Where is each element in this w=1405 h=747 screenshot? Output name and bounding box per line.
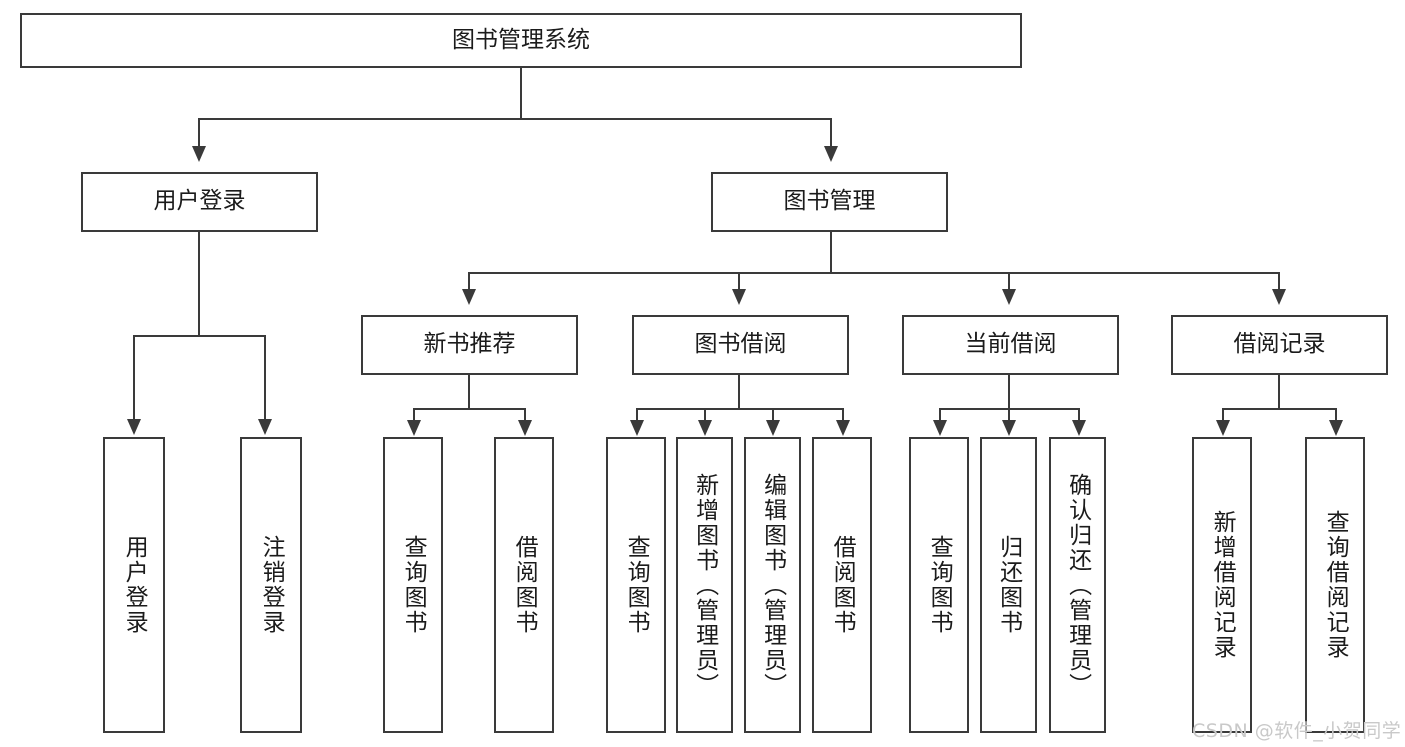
connector-new-book-drop-1 — [413, 408, 415, 421]
arrowhead-icon — [192, 146, 206, 162]
connector-book-borrow-drop-3 — [772, 408, 774, 421]
csdn-watermark: CSDN @软件_小贺同学 — [1192, 720, 1402, 742]
arrowhead-icon — [1002, 289, 1016, 305]
connector-level3-bar — [468, 272, 1278, 274]
arrowhead-icon — [258, 419, 272, 435]
connector-user-login-drop-2 — [264, 335, 266, 421]
node-label: 查询图书 — [400, 535, 427, 635]
leaf-query-borrow-record[interactable]: 查询借阅记录 — [1305, 437, 1365, 733]
connector-book-borrow-bar — [636, 408, 842, 410]
arrowhead-icon — [1329, 420, 1343, 436]
node-label: 注销登录 — [258, 535, 285, 635]
leaf-query-book-borrow[interactable]: 查询图书 — [606, 437, 666, 733]
arrowhead-icon — [1272, 289, 1286, 305]
node-label: 当前借阅 — [964, 331, 1057, 358]
leaf-edit-book-admin[interactable]: 编辑图书（管理员） — [744, 437, 801, 733]
leaf-logout[interactable]: 注销登录 — [240, 437, 302, 733]
leaf-add-borrow-record[interactable]: 新增借阅记录 — [1192, 437, 1252, 733]
leaf-return-book[interactable]: 归还图书 — [980, 437, 1037, 733]
connector-current-borrow-stem — [1008, 375, 1010, 408]
arrowhead-icon — [698, 420, 712, 436]
node-label: 用户登录 — [153, 188, 246, 215]
arrowhead-icon — [518, 420, 532, 436]
arrowhead-icon — [407, 420, 421, 436]
arrowhead-icon — [836, 420, 850, 436]
node-label: 新书推荐 — [423, 331, 516, 358]
node-label: 归还图书 — [995, 535, 1022, 635]
connector-book-borrow-stem — [738, 375, 740, 408]
connector-book-management-stem — [830, 232, 832, 272]
node-label: 借阅图书 — [511, 535, 538, 635]
node-borrow-record[interactable]: 借阅记录 — [1171, 315, 1388, 375]
connector-level2-drop-2 — [830, 118, 832, 148]
connector-new-book-drop-2 — [524, 408, 526, 421]
connector-borrow-record-drop-1 — [1222, 408, 1224, 421]
node-label: 新增图书（管理员） — [691, 472, 718, 698]
node-label: 图书管理系统 — [452, 26, 590, 53]
node-book-management[interactable]: 图书管理 — [711, 172, 948, 232]
arrowhead-icon — [766, 420, 780, 436]
node-current-borrow[interactable]: 当前借阅 — [902, 315, 1119, 375]
connector-new-book-stem — [468, 375, 470, 408]
node-label: 新增借阅记录 — [1209, 510, 1236, 660]
connector-current-borrow-drop-2 — [1008, 408, 1010, 421]
connector-level3-drop-1 — [468, 272, 470, 290]
node-root-book-management-system[interactable]: 图书管理系统 — [20, 13, 1022, 68]
connector-level3-drop-4 — [1278, 272, 1280, 290]
leaf-borrow-book[interactable]: 借阅图书 — [812, 437, 872, 733]
connector-book-borrow-drop-2 — [704, 408, 706, 421]
connector-level1-bar — [198, 118, 832, 120]
node-label: 查询借阅记录 — [1322, 510, 1349, 660]
connector-level2-drop-1 — [198, 118, 200, 148]
node-label: 确认归还（管理员） — [1064, 472, 1091, 698]
node-new-book-recommend[interactable]: 新书推荐 — [361, 315, 578, 375]
node-label: 用户登录 — [121, 535, 148, 635]
node-label: 图书借阅 — [694, 331, 787, 358]
connector-book-borrow-drop-1 — [636, 408, 638, 421]
node-label: 查询图书 — [926, 535, 953, 635]
node-label: 借阅图书 — [829, 535, 856, 635]
node-book-borrow[interactable]: 图书借阅 — [632, 315, 849, 375]
connector-level3-drop-2 — [738, 272, 740, 290]
connector-borrow-record-stem — [1278, 375, 1280, 408]
connector-user-login-bar — [133, 335, 264, 337]
connector-root-stem — [520, 68, 522, 118]
node-label: 查询图书 — [623, 535, 650, 635]
leaf-query-book-current[interactable]: 查询图书 — [909, 437, 969, 733]
connector-user-login-stem — [198, 232, 200, 335]
connector-user-login-drop-1 — [133, 335, 135, 421]
connector-current-borrow-drop-3 — [1078, 408, 1080, 421]
leaf-user-login[interactable]: 用户登录 — [103, 437, 165, 733]
node-label: 借阅记录 — [1233, 331, 1326, 358]
connector-borrow-record-bar — [1222, 408, 1335, 410]
node-label: 编辑图书（管理员） — [759, 472, 786, 698]
connector-book-borrow-drop-4 — [842, 408, 844, 421]
node-label: 图书管理 — [783, 188, 876, 215]
arrowhead-icon — [630, 420, 644, 436]
connector-current-borrow-drop-1 — [939, 408, 941, 421]
connector-new-book-bar — [413, 408, 524, 410]
leaf-confirm-return-admin[interactable]: 确认归还（管理员） — [1049, 437, 1106, 733]
arrowhead-icon — [462, 289, 476, 305]
leaf-add-book-admin[interactable]: 新增图书（管理员） — [676, 437, 733, 733]
leaf-borrow-book-recommend[interactable]: 借阅图书 — [494, 437, 554, 733]
arrowhead-icon — [127, 419, 141, 435]
arrowhead-icon — [1216, 420, 1230, 436]
connector-borrow-record-drop-2 — [1335, 408, 1337, 421]
connector-level3-drop-3 — [1008, 272, 1010, 290]
arrowhead-icon — [1072, 420, 1086, 436]
arrowhead-icon — [933, 420, 947, 436]
arrowhead-icon — [1002, 420, 1016, 436]
leaf-query-book-recommend[interactable]: 查询图书 — [383, 437, 443, 733]
arrowhead-icon — [732, 289, 746, 305]
arrowhead-icon — [824, 146, 838, 162]
node-user-login[interactable]: 用户登录 — [81, 172, 318, 232]
